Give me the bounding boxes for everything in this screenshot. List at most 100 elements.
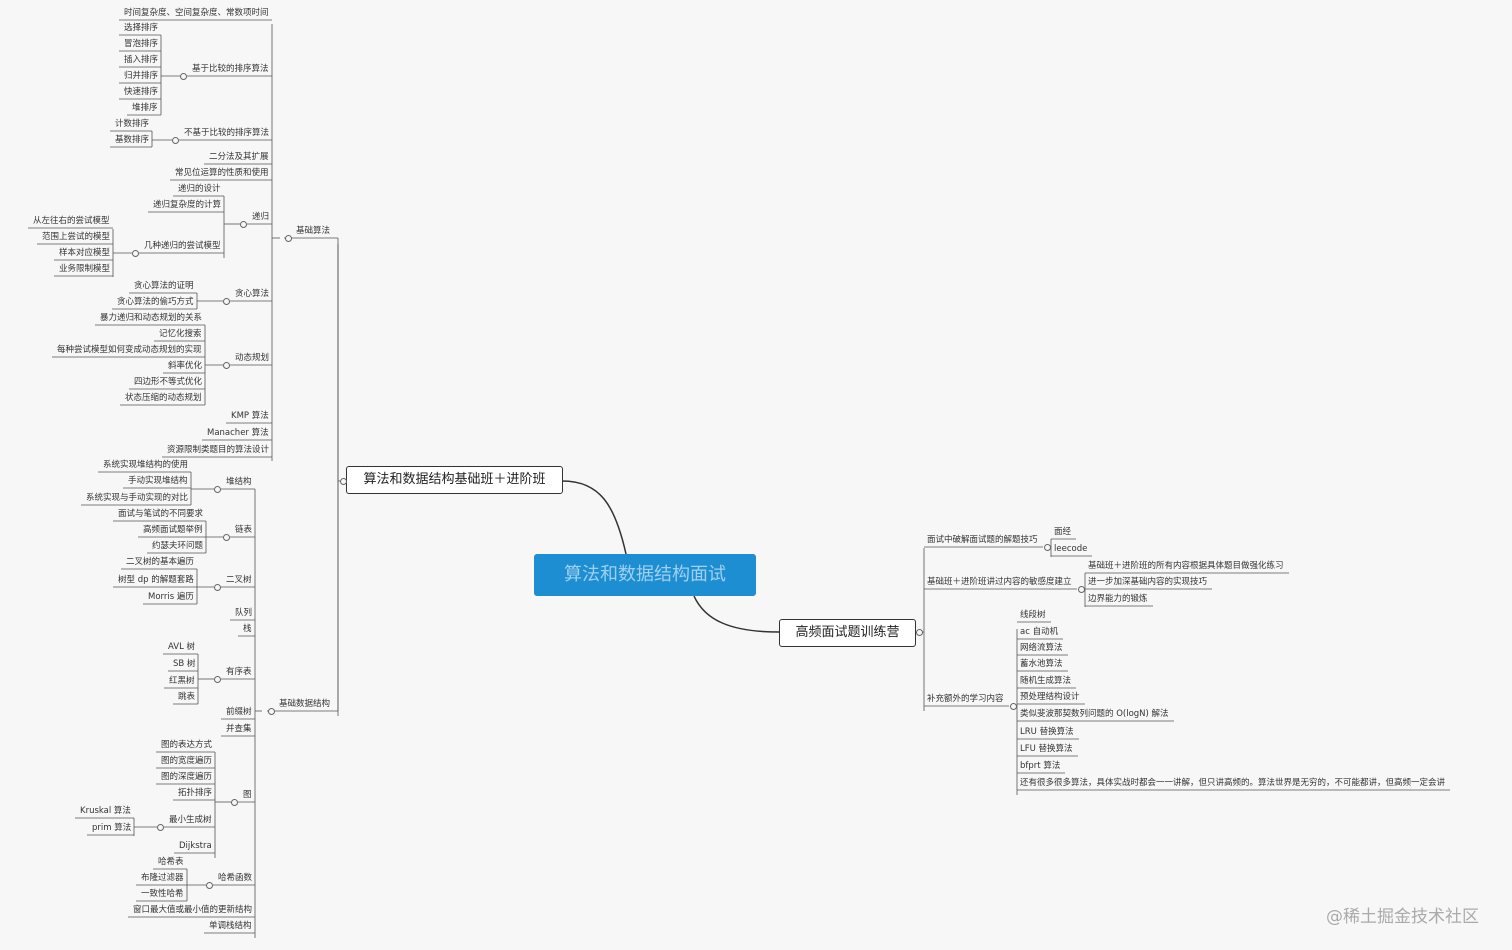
topic-label[interactable]: 蓄水池算法: [1020, 659, 1063, 669]
topic-label[interactable]: 堆结构: [226, 477, 252, 487]
topic-label[interactable]: 系统实现堆结构的使用: [103, 460, 189, 470]
topic-label[interactable]: prim 算法: [92, 823, 132, 833]
topic-label[interactable]: 哈希函数: [218, 873, 253, 883]
collapse-toggle-icon[interactable]: [268, 708, 275, 715]
topic-label[interactable]: 不基于比较的排序算法: [184, 128, 270, 138]
topic-label[interactable]: 哈希表: [158, 857, 184, 867]
topic-label[interactable]: 递归复杂度的计算: [153, 200, 222, 210]
collapse-toggle-icon[interactable]: [223, 534, 230, 541]
collapse-toggle-icon[interactable]: [223, 298, 230, 305]
topic-label[interactable]: 斜率优化: [168, 361, 203, 371]
root-topic[interactable]: 算法和数据结构面试: [534, 554, 756, 596]
collapse-toggle-icon[interactable]: [223, 362, 230, 369]
collapse-toggle-icon[interactable]: [214, 486, 221, 493]
topic-label[interactable]: 基于比较的排序算法: [192, 64, 269, 74]
collapse-toggle-icon[interactable]: [340, 478, 347, 485]
topic-label[interactable]: 树型 dp 的解题套路: [118, 575, 194, 585]
topic-label[interactable]: 布隆过滤器: [141, 873, 184, 883]
topic-label[interactable]: 面试与笔试的不同要求: [118, 509, 204, 519]
collapse-toggle-icon[interactable]: [132, 250, 139, 257]
topic-label[interactable]: 基数排序: [115, 135, 150, 145]
topic-label[interactable]: 冒泡排序: [124, 39, 159, 49]
topic-label[interactable]: 最小生成树: [169, 815, 212, 825]
left-main-topic[interactable]: 算法和数据结构基础班＋进阶班: [346, 466, 563, 494]
topic-label[interactable]: 插入排序: [124, 55, 159, 65]
topic-label[interactable]: 线段树: [1020, 610, 1046, 620]
topic-label[interactable]: 快速排序: [124, 87, 159, 97]
topic-label[interactable]: leecode: [1054, 544, 1088, 554]
topic-label[interactable]: 资源限制类题目的算法设计: [167, 445, 270, 455]
collapse-toggle-icon[interactable]: [240, 221, 247, 228]
topic-label[interactable]: 图的宽度遍历: [161, 756, 213, 766]
topic-label[interactable]: 二叉树: [226, 575, 252, 585]
topic-label[interactable]: 样本对应模型: [59, 248, 111, 258]
topic-label[interactable]: 基础算法: [296, 226, 331, 236]
collapse-toggle-icon[interactable]: [1044, 544, 1051, 551]
topic-label[interactable]: 每种尝试模型如何变成动态规划的实现: [57, 345, 202, 355]
topic-label[interactable]: 贪心算法的偷巧方式: [117, 297, 194, 307]
topic-label[interactable]: 类似斐波那契数列问题的 O(logN) 解法: [1020, 709, 1169, 719]
right-main-topic[interactable]: 高频面试题训练营: [779, 619, 916, 647]
topic-label[interactable]: 手动实现堆结构: [128, 476, 188, 486]
topic-label[interactable]: 递归: [252, 212, 270, 222]
topic-label[interactable]: 基础班＋进阶班的所有内容根据具体题目做强化练习: [1088, 561, 1284, 571]
topic-label[interactable]: Morris 遍历: [148, 592, 194, 602]
collapse-toggle-icon[interactable]: [214, 584, 221, 591]
topic-label[interactable]: 基础班＋进阶班讲过内容的敏感度建立: [927, 577, 1072, 587]
topic-label[interactable]: 并查集: [226, 724, 252, 734]
topic-label[interactable]: Dijkstra: [179, 841, 212, 851]
topic-label[interactable]: 面经: [1054, 527, 1072, 537]
topic-label[interactable]: 随机生成算法: [1020, 676, 1072, 686]
topic-label[interactable]: 二叉树的基本遍历: [126, 557, 195, 567]
topic-label[interactable]: 网络流算法: [1020, 643, 1063, 653]
collapse-toggle-icon[interactable]: [180, 73, 187, 80]
topic-label[interactable]: ac 自动机: [1020, 627, 1059, 637]
topic-label[interactable]: 图: [243, 790, 252, 800]
topic-label[interactable]: 栈: [243, 624, 252, 634]
topic-label[interactable]: Manacher 算法: [207, 428, 269, 438]
topic-label[interactable]: LRU 替换算法: [1020, 727, 1074, 737]
topic-label[interactable]: 图的深度遍历: [161, 772, 213, 782]
topic-label[interactable]: 面试中破解面试题的解题技巧: [927, 535, 1038, 545]
topic-label[interactable]: 有序表: [226, 667, 252, 677]
topic-label[interactable]: 进一步加深基础内容的实现技巧: [1088, 577, 1208, 587]
topic-label[interactable]: Kruskal 算法: [80, 806, 131, 816]
topic-label[interactable]: 从左往右的尝试模型: [33, 216, 110, 226]
topic-label[interactable]: 约瑟夫环问题: [152, 541, 204, 551]
topic-label[interactable]: 预处理结构设计: [1020, 692, 1080, 702]
topic-label[interactable]: 常见位运算的性质和使用: [175, 168, 269, 178]
topic-label[interactable]: 暴力递归和动态规划的关系: [100, 313, 203, 323]
topic-label[interactable]: 一致性哈希: [141, 889, 184, 899]
topic-label[interactable]: 业务限制模型: [59, 264, 111, 274]
collapse-toggle-icon[interactable]: [214, 676, 221, 683]
topic-label[interactable]: 链表: [235, 525, 253, 535]
topic-label[interactable]: 还有很多很多算法，具体实战时都会一一讲解，但只讲高频的。算法世界是无穷的，不可能…: [1020, 778, 1446, 788]
topic-label[interactable]: 贪心算法: [235, 289, 270, 299]
topic-label[interactable]: SB 树: [173, 659, 196, 669]
collapse-toggle-icon[interactable]: [1078, 586, 1085, 593]
topic-label[interactable]: 二分法及其扩展: [209, 152, 269, 162]
topic-label[interactable]: 前缀树: [226, 707, 252, 717]
topic-label[interactable]: 贪心算法的证明: [134, 281, 194, 291]
topic-label[interactable]: 基础数据结构: [279, 699, 331, 709]
topic-label[interactable]: 计数排序: [115, 119, 150, 129]
topic-label[interactable]: 拓扑排序: [178, 788, 213, 798]
collapse-toggle-icon[interactable]: [285, 235, 292, 242]
collapse-toggle-icon[interactable]: [231, 799, 238, 806]
topic-label[interactable]: 红黑树: [169, 676, 195, 686]
topic-label[interactable]: 状态压缩的动态规划: [125, 393, 202, 403]
topic-label[interactable]: 选择排序: [124, 23, 159, 33]
topic-label[interactable]: 动态规划: [235, 353, 270, 363]
topic-label[interactable]: 窗口最大值或最小值的更新结构: [133, 905, 253, 915]
topic-label[interactable]: 图的表达方式: [161, 740, 213, 750]
topic-label[interactable]: 系统实现与手动实现的对比: [86, 493, 189, 503]
topic-label[interactable]: KMP 算法: [231, 411, 269, 421]
collapse-toggle-icon[interactable]: [157, 824, 164, 831]
collapse-toggle-icon[interactable]: [1010, 703, 1017, 710]
topic-label[interactable]: 跳表: [178, 692, 196, 702]
topic-label[interactable]: bfprt 算法: [1020, 761, 1061, 771]
topic-label[interactable]: 单调栈结构: [209, 921, 252, 931]
topic-label[interactable]: 时间复杂度、空间复杂度、常数项时间: [124, 8, 269, 18]
topic-label[interactable]: 递归的设计: [178, 184, 221, 194]
topic-label[interactable]: AVL 树: [168, 642, 196, 652]
